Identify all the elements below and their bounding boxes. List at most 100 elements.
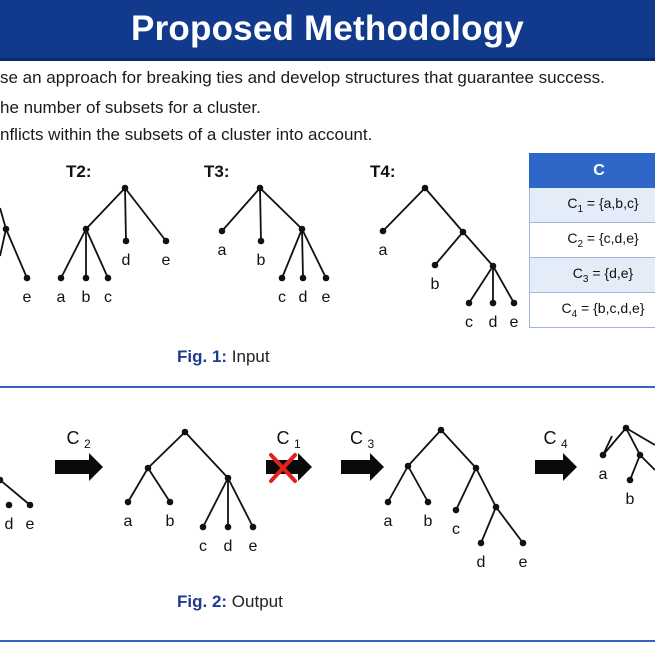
step-cluster-subscript: 4 <box>561 437 568 451</box>
tree-edge <box>259 187 303 230</box>
tree-edge <box>184 431 229 479</box>
leaf-label: a <box>218 242 227 259</box>
fig1-caption: Fig. 1: Input <box>177 347 270 366</box>
tree-node <box>510 299 518 307</box>
tree-edge <box>60 228 87 279</box>
arrow-icon <box>55 453 103 481</box>
tree-node <box>477 539 485 547</box>
tree-node <box>278 274 286 282</box>
section-divider <box>0 386 655 388</box>
step-cluster-label: C <box>67 428 80 448</box>
fig2-caption: Fig. 2: Output <box>177 592 283 611</box>
leaf-label: a <box>599 466 608 483</box>
tree-edge <box>495 506 524 544</box>
table-row: C3 = {d,e} <box>529 257 655 293</box>
leaf-label: c <box>452 521 460 538</box>
step-cluster-label: C <box>544 428 557 448</box>
tree-node <box>472 464 480 472</box>
tree-node <box>424 498 432 506</box>
tree-edge <box>259 187 262 242</box>
tree-edge <box>382 187 426 232</box>
tree-label-t4: T4: <box>370 162 396 181</box>
tree-node <box>421 184 429 192</box>
tree-edge <box>85 187 126 230</box>
tree-label-t2: T2: <box>66 162 92 181</box>
tree-node <box>166 498 174 506</box>
tree-node <box>257 237 265 245</box>
tree-node <box>0 476 4 484</box>
table-row: C1 = {a,b,c} <box>529 187 655 223</box>
page-title: Proposed Methodology <box>131 9 524 48</box>
leaf-label: d <box>122 252 131 269</box>
leaf-label: e <box>519 554 528 571</box>
leaf-label: b <box>431 276 440 293</box>
tree-node <box>162 237 170 245</box>
tree-edge <box>434 231 464 266</box>
leaf-label: b <box>424 513 433 530</box>
leaf-label: d <box>5 516 14 533</box>
leaf-label: a <box>57 289 66 306</box>
tree-edge <box>281 228 303 279</box>
leaf-label: a <box>379 242 388 259</box>
tree-edge <box>124 187 127 242</box>
step-cluster-subscript: 1 <box>294 437 301 451</box>
tree-node <box>322 274 330 282</box>
leaf-label: e <box>249 538 258 555</box>
tree-edge <box>407 429 442 467</box>
tree-node <box>122 237 130 245</box>
tree-node <box>121 184 129 192</box>
leaf-label: e <box>510 314 519 331</box>
tree-edge <box>85 228 109 279</box>
tree-node <box>437 426 445 434</box>
leaf-label: c <box>465 314 473 331</box>
leaf-label: e <box>322 289 331 306</box>
tree-node <box>104 274 112 282</box>
cluster-cell: C4 = {b,c,d,e} <box>529 292 655 328</box>
step-cluster-subscript: 3 <box>368 437 375 451</box>
tree-edge <box>147 467 171 503</box>
leaf-label: a <box>124 513 133 530</box>
tree-edge <box>602 435 613 456</box>
tree-node <box>57 274 65 282</box>
tree-edge <box>468 265 494 304</box>
fail-x-icon <box>269 453 297 483</box>
title-banner: Proposed Methodology <box>0 0 655 61</box>
tree-edge <box>227 477 254 528</box>
tree-edge <box>301 228 304 279</box>
tree-node <box>82 274 90 282</box>
tree-edge <box>480 506 497 544</box>
tree-edge <box>455 467 477 511</box>
cluster-table-header: C <box>529 153 655 188</box>
cluster-table: C C1 = {a,b,c} C2 = {c,d,e} C3 = {d,e} C… <box>529 153 655 328</box>
leaf-label: d <box>489 314 498 331</box>
tree-label-t3: T3: <box>204 162 230 181</box>
tree-node <box>224 474 232 482</box>
bullet-line-1: se an approach for breaking ties and dev… <box>0 68 605 87</box>
tree-edge <box>124 187 167 242</box>
leaf-label: c <box>278 289 286 306</box>
leaf-label: e <box>162 252 171 269</box>
step-cluster-label: C <box>350 428 363 448</box>
tree-node <box>384 498 392 506</box>
tree-node <box>431 261 439 269</box>
tree-node <box>256 184 264 192</box>
tree-edge <box>407 465 429 503</box>
leaf-label: d <box>477 554 486 571</box>
tree-edge <box>639 454 655 471</box>
leaf-label: a <box>384 513 393 530</box>
leaf-label: d <box>299 289 308 306</box>
cluster-cell: C3 = {d,e} <box>529 257 655 293</box>
arrow-icon <box>535 453 577 481</box>
tree-node <box>299 274 307 282</box>
tree-node <box>298 225 306 233</box>
tree-node <box>5 501 13 509</box>
tree-edge <box>440 429 477 469</box>
tree-edge <box>492 265 515 304</box>
tree-edge <box>629 454 641 481</box>
tree-node <box>181 428 189 436</box>
tree-node <box>124 498 132 506</box>
leaf-label: e <box>26 516 35 533</box>
leaf-label: b <box>82 289 91 306</box>
tree-edge <box>625 427 641 456</box>
